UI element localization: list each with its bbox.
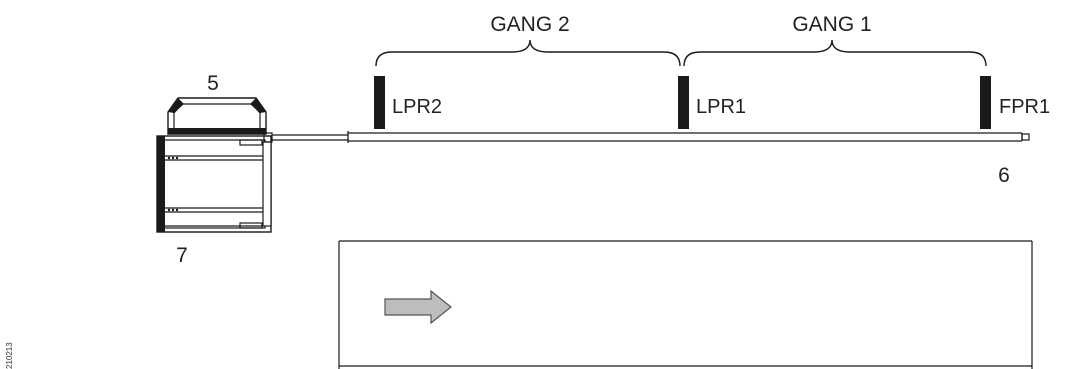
- gang-1-bracket: [683, 39, 987, 67]
- figure-code: 210213: [5, 342, 14, 369]
- rail: [272, 131, 1030, 143]
- head-unit: [167, 97, 267, 135]
- gang-2-label: GANG 2: [490, 13, 569, 36]
- lpr1-marker: [678, 76, 689, 129]
- callout-7: 7: [176, 244, 188, 267]
- lpr1-label: LPR1: [696, 96, 746, 118]
- callout-5: 5: [207, 72, 219, 95]
- right-arrow-icon: [384, 289, 452, 325]
- lpr2-label: LPR2: [392, 96, 442, 118]
- fpr1-marker: [980, 76, 991, 129]
- lower-panel: [338, 240, 1033, 369]
- gang-2-bracket: [375, 39, 681, 67]
- frame-unit: [156, 132, 273, 233]
- callout-6: 6: [998, 164, 1010, 187]
- lpr2-marker: [374, 76, 385, 129]
- fpr1-label: FPR1: [999, 96, 1050, 118]
- gang-1-label: GANG 1: [792, 13, 871, 36]
